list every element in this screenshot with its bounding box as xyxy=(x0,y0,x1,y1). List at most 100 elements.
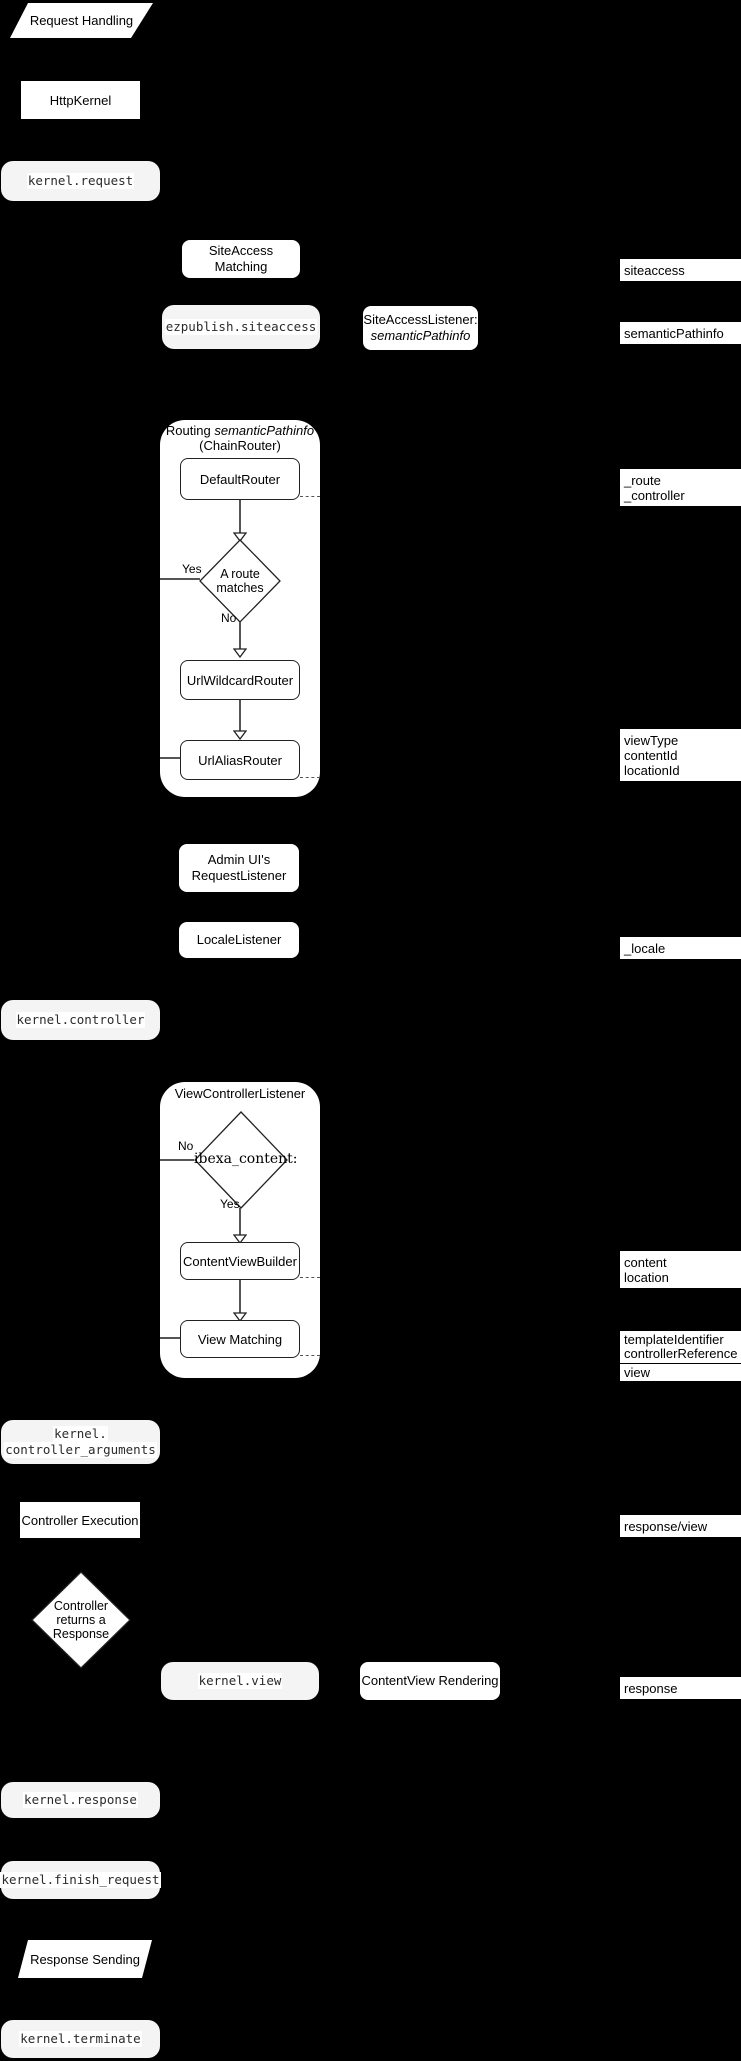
template-annotation-line2: controllerReference xyxy=(624,1346,738,1361)
urlwildcard-router-label: UrlWildcardRouter xyxy=(186,672,294,688)
controller-execution-label: Controller Execution xyxy=(21,1512,139,1528)
routing-yes-text: Yes xyxy=(182,562,202,576)
routing-title-italic: semanticPathinfo xyxy=(214,423,315,438)
siteaccess-matching-node: SiteAccess Matching xyxy=(182,240,300,278)
httpkernel-label: HttpKernel xyxy=(49,92,112,108)
dashed-stub-viewparams xyxy=(300,777,320,778)
kernel-view-event: kernel.view xyxy=(161,1662,319,1700)
content-annotation-line1: content xyxy=(624,1255,667,1270)
kernel-request-event: kernel.request xyxy=(1,161,160,201)
response-sending-parallelogram: Response Sending xyxy=(18,1940,152,1978)
siteaccess-annotation-text: siteaccess xyxy=(624,263,685,278)
arrow-builder-viewmatching xyxy=(239,1280,241,1313)
arrowhead-viewmatching xyxy=(233,1312,247,1322)
arrow-decision-urlwildcard xyxy=(239,622,241,649)
siteaccess-listener-node: SiteAccessListener: semanticPathinfo xyxy=(363,306,478,350)
kernel-terminate-event: kernel.terminate xyxy=(1,2020,160,2058)
ibexa-content-label: ibexa_content: xyxy=(194,1151,298,1167)
contentview-rendering-node: ContentView Rendering xyxy=(360,1662,500,1700)
dashed-stub-template xyxy=(300,1355,320,1356)
locale-listener-node: LocaleListener xyxy=(179,922,299,958)
route-matches-line2: matches xyxy=(216,581,264,595)
view-params-line2: contentId xyxy=(624,748,678,763)
httpkernel-node: HttpKernel xyxy=(21,81,140,119)
kernel-controller-arguments-event: kernel. controller_arguments xyxy=(1,1420,160,1464)
ezpublish-siteaccess-event: ezpublish.siteaccess xyxy=(162,305,320,349)
kernel-response-label: kernel.response xyxy=(23,1792,138,1808)
request-handling-parallelogram: Request Handling xyxy=(10,3,153,38)
content-view-builder-label: ContentViewBuilder xyxy=(183,1253,297,1269)
dashed-stub-route xyxy=(300,496,320,497)
viewlistener-no-line xyxy=(160,1159,194,1161)
default-router-node: DefaultRouter xyxy=(180,458,300,500)
response-sending-label: Response Sending xyxy=(30,1951,140,1967)
arrowhead-urlalias xyxy=(233,730,247,740)
viewlistener-yes-label: Yes xyxy=(220,1197,240,1211)
siteaccess-listener-line1: SiteAccessListener: xyxy=(363,312,478,327)
view-controller-listener-title: ViewControllerListener xyxy=(160,1086,320,1101)
arrowhead-contentviewbuilder xyxy=(233,1234,247,1244)
ezpublish-siteaccess-label: ezpublish.siteaccess xyxy=(164,319,318,335)
routing-title-prefix: Routing xyxy=(165,423,215,438)
admin-request-listener-line1: Admin UI's xyxy=(207,852,271,867)
arrowhead-decision xyxy=(233,532,247,542)
controller-returns-line1: Controller xyxy=(53,1599,109,1613)
request-handling-label: Request Handling xyxy=(29,13,134,28)
route-annotation-line2: _controller xyxy=(624,488,685,503)
kernel-finish-request-label: kernel.finish_request xyxy=(0,1872,161,1888)
content-location-annotation: content location xyxy=(620,1251,741,1288)
urlalias-router-node: UrlAliasRouter xyxy=(180,740,300,780)
kernel-finish-request-event: kernel.finish_request xyxy=(0,1861,161,1899)
routing-title-line1: Routing semanticPathinfo xyxy=(160,423,320,438)
locale-annotation: _locale xyxy=(620,937,741,959)
route-controller-annotation: _route _controller xyxy=(620,469,741,506)
view-annotation: view xyxy=(620,1364,741,1381)
view-params-line3: locationId xyxy=(624,763,680,778)
controller-returns-line3: Response xyxy=(52,1627,110,1641)
urlalias-router-label: UrlAliasRouter xyxy=(198,752,282,768)
route-matches-text: A route matches xyxy=(199,567,281,595)
view-controller-listener-title-text: ViewControllerListener xyxy=(174,1086,306,1101)
response-annotation: response xyxy=(620,1677,741,1699)
semantic-pathinfo-annotation-text: semanticPathinfo xyxy=(624,326,724,341)
contentview-rendering-label: ContentView Rendering xyxy=(361,1673,499,1688)
template-annotation: templateIdentifier controllerReference xyxy=(620,1331,741,1363)
urlwildcard-router-node: UrlWildcardRouter xyxy=(180,660,300,700)
kernel-controller-arguments-line2: controller_arguments xyxy=(4,1442,157,1458)
kernel-controller-event: kernel.controller xyxy=(1,1000,160,1040)
arrowhead-urlwildcard xyxy=(233,648,247,658)
content-view-builder-node: ContentViewBuilder xyxy=(180,1242,300,1280)
viewlistener-no-label: No xyxy=(178,1139,193,1153)
controller-returns-line2: returns a xyxy=(56,1613,106,1627)
siteaccess-listener-line2: semanticPathinfo xyxy=(370,328,471,343)
kernel-terminate-label: kernel.terminate xyxy=(19,2031,142,2047)
dashed-stub-content xyxy=(300,1277,320,1278)
response-view-annotation-text: response/view xyxy=(624,1519,708,1534)
locale-annotation-text: _locale xyxy=(624,941,666,956)
routing-yes-entry-line xyxy=(160,757,180,759)
routing-no-label: No xyxy=(221,611,236,625)
view-matching-node: View Matching xyxy=(180,1320,300,1358)
response-view-annotation: response/view xyxy=(620,1515,741,1537)
view-matching-label: View Matching xyxy=(197,1331,283,1347)
semantic-pathinfo-annotation: semanticPathinfo xyxy=(620,322,741,344)
kernel-controller-label: kernel.controller xyxy=(15,1012,146,1028)
route-annotation-line1: _route xyxy=(624,473,661,488)
controller-returns-text: Controller returns a Response xyxy=(31,1599,131,1641)
kernel-view-label: kernel.view xyxy=(197,1673,283,1689)
content-annotation-line2: location xyxy=(624,1270,669,1285)
kernel-controller-arguments-line1: kernel. xyxy=(53,1426,108,1442)
locale-listener-label: LocaleListener xyxy=(196,932,282,947)
view-params-line1: viewType xyxy=(624,733,679,748)
arrow-ibexa-contentviewbuilder xyxy=(239,1208,241,1236)
viewlistener-yes-text: Yes xyxy=(220,1197,240,1211)
viewmatching-entry-line xyxy=(160,1337,180,1339)
siteaccess-matching-label: SiteAccess Matching xyxy=(208,243,274,274)
template-annotation-line1: templateIdentifier xyxy=(624,1332,724,1347)
ibexa-content-text: ibexa_content: xyxy=(194,1152,298,1166)
kernel-request-label: kernel.request xyxy=(26,173,135,189)
arrow-defaultrouter-decision xyxy=(239,500,241,533)
routing-no-text: No xyxy=(221,611,237,625)
siteaccess-annotation: siteaccess xyxy=(620,259,741,281)
